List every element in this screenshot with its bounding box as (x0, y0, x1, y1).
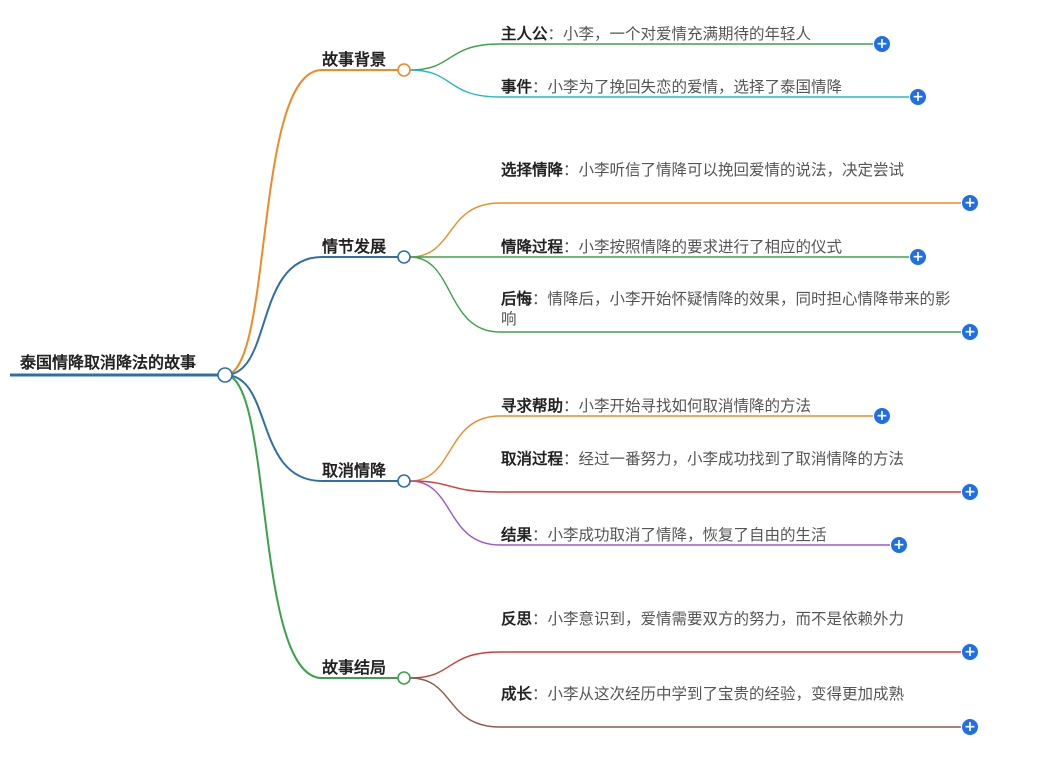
expand-plus-icon[interactable]: + (962, 719, 978, 735)
child-topic-text: ：小李意识到，爱情需要双方的努力，而不是依赖外力 (532, 610, 905, 628)
child-topic-key: 寻求帮助 (501, 397, 564, 415)
child-edge (409, 256, 961, 333)
expand-plus-icon[interactable]: + (962, 324, 978, 340)
child-edge (409, 43, 873, 71)
root-topic[interactable]: 泰国情降取消降法的故事 (20, 353, 197, 372)
child-topic-key: 反思 (501, 610, 533, 628)
expand-plus-icon[interactable]: + (910, 89, 926, 105)
child-topic-text: ：情降后，小李开始怀疑情降的效果，同时担心情降带来的影响 (501, 290, 951, 328)
child-topic-key: 结果 (501, 526, 533, 544)
branch-edge (224, 374, 398, 679)
child-topic-text: ：经过一番努力，小李成功找到了取消情降的方法 (563, 450, 905, 468)
child-topic-text: ：小李，一个对爱情充满期待的年轻人 (547, 25, 812, 43)
branch-edge (224, 374, 398, 482)
branch-topic[interactable]: 故事背景 (322, 50, 387, 69)
child-edge (409, 202, 961, 258)
child-topic-key: 主人公 (501, 25, 548, 43)
child-topic[interactable]: 主人公：小李，一个对爱情充满期待的年轻人 (501, 24, 881, 44)
child-topic[interactable]: 反思：小李意识到，爱情需要双方的努力，而不是依赖外力 (501, 609, 951, 629)
child-topic-text: ：小李成功取消了情降，恢复了自由的生活 (532, 526, 827, 544)
branch-edge (224, 256, 398, 376)
child-topic-key: 情降过程 (501, 238, 564, 256)
expand-plus-icon[interactable]: + (962, 195, 978, 211)
child-topic-key: 取消过程 (501, 450, 564, 468)
branch-collapse-toggle[interactable] (397, 474, 411, 488)
branch-topic[interactable]: 故事结局 (322, 658, 387, 677)
expand-plus-icon[interactable]: + (910, 249, 926, 265)
child-topic-text: ：小李听信了情降可以挽回爱情的说法，决定尝试 (563, 161, 905, 179)
expand-plus-icon[interactable]: + (962, 484, 978, 500)
child-topic[interactable]: 成长：小李从这次经历中学到了宝贵的经验，变得更加成熟 (501, 684, 951, 704)
expand-plus-icon[interactable]: + (874, 408, 890, 424)
child-topic[interactable]: 后悔：情降后，小李开始怀疑情降的效果，同时担心情降带来的影响 (501, 289, 951, 329)
child-topic-key: 成长 (501, 685, 533, 703)
child-topic[interactable]: 选择情降：小李听信了情降可以挽回爱情的说法，决定尝试 (501, 160, 951, 180)
expand-plus-icon[interactable]: + (874, 36, 890, 52)
branch-collapse-toggle[interactable] (397, 671, 411, 685)
child-edge (409, 651, 961, 679)
expand-plus-icon[interactable]: + (891, 537, 907, 553)
child-edge (409, 480, 961, 493)
child-topic-text: ：小李为了挽回失恋的爱情，选择了泰国情降 (532, 78, 843, 96)
child-edge (409, 480, 890, 546)
child-edge (409, 677, 961, 728)
child-topic-text: ：小李按照情降的要求进行了相应的仪式 (563, 238, 843, 256)
branch-collapse-toggle[interactable] (397, 63, 411, 77)
branch-topic[interactable]: 取消情降 (322, 461, 387, 480)
child-topic-key: 后悔 (501, 290, 533, 308)
child-topic[interactable]: 结果：小李成功取消了情降，恢复了自由的生活 (501, 525, 901, 545)
child-topic[interactable]: 情降过程：小李按照情降的要求进行了相应的仪式 (501, 237, 921, 257)
child-topic[interactable]: 事件：小李为了挽回失恋的爱情，选择了泰国情降 (501, 77, 921, 97)
root-collapse-toggle[interactable] (217, 367, 233, 383)
branch-topic[interactable]: 情节发展 (322, 237, 387, 256)
child-topic-key: 选择情降 (501, 161, 564, 179)
child-edge (409, 69, 909, 98)
child-topic-text: ：小李开始寻找如何取消情降的方法 (563, 397, 812, 415)
child-topic[interactable]: 寻求帮助：小李开始寻找如何取消情降的方法 (501, 396, 881, 416)
child-topic-key: 事件 (501, 78, 533, 96)
branch-collapse-toggle[interactable] (397, 250, 411, 264)
child-edge (409, 415, 873, 482)
branch-edge (224, 69, 398, 376)
expand-plus-icon[interactable]: + (962, 644, 978, 660)
child-topic[interactable]: 取消过程：经过一番努力，小李成功找到了取消情降的方法 (501, 449, 951, 469)
child-topic-text: ：小李从这次经历中学到了宝贵的经验，变得更加成熟 (532, 685, 905, 703)
